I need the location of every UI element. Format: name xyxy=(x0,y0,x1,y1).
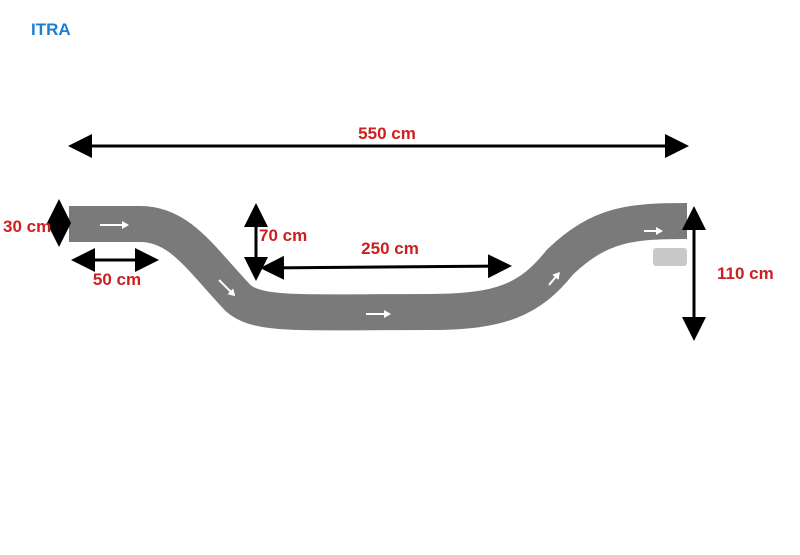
arrow-right-icon xyxy=(100,221,129,229)
label-end-height: 110 cm xyxy=(717,264,774,283)
label-bottom-straight: 250 cm xyxy=(361,239,419,258)
label-track-width: 30 cm xyxy=(3,217,51,236)
arrow-right-icon xyxy=(366,310,391,318)
ramp-block-icon xyxy=(653,248,687,266)
track-path xyxy=(69,203,688,331)
brand-logo: ITRA xyxy=(31,20,71,39)
label-total-length: 550 cm xyxy=(358,124,416,143)
dimension-line-bottom-straight xyxy=(260,254,512,280)
label-start-straight: 50 cm xyxy=(93,270,141,289)
arrow-diagonal-down-icon xyxy=(218,279,236,297)
arrow-diagonal-up-icon xyxy=(548,271,560,286)
arrow-right-icon xyxy=(644,227,663,235)
label-drop-height: 70 cm xyxy=(259,226,307,245)
